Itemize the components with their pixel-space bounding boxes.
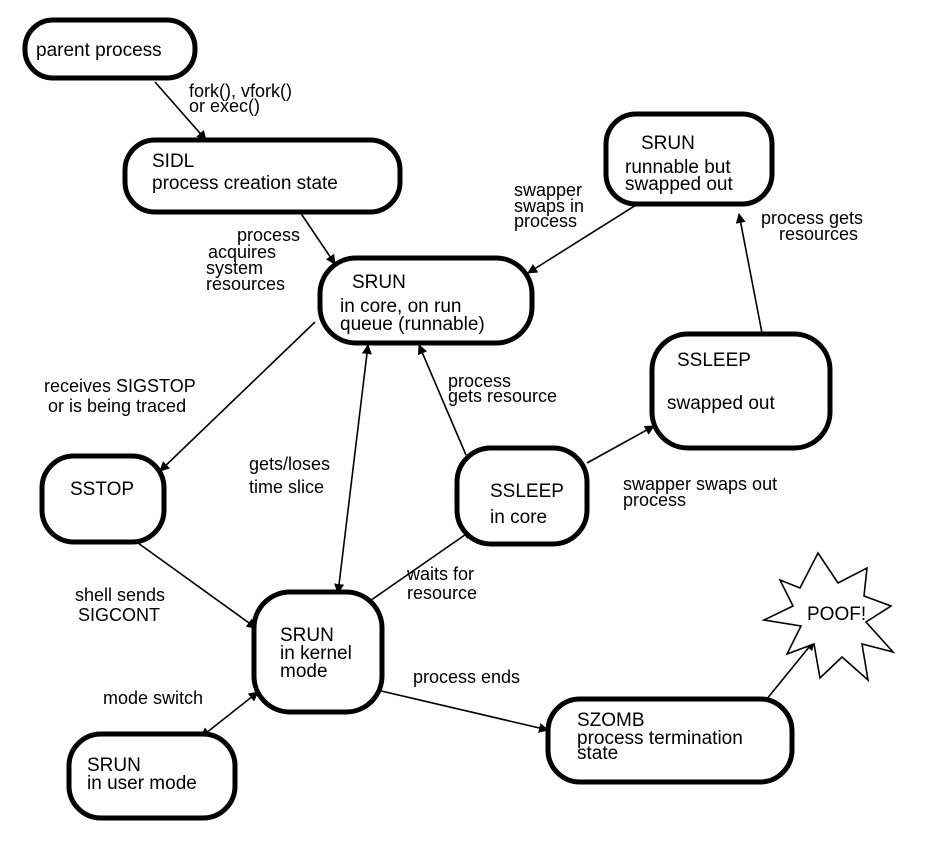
node-srun-core-line-2: in core, on run — [340, 296, 461, 317]
label-sigcont-line-2: SIGCONT — [78, 605, 160, 625]
label-time-slice-line-1: gets/loses — [249, 454, 330, 474]
node-srun-swapped-line-1: SRUN — [641, 133, 695, 154]
label-fork-line-1: fork(), vfork() — [189, 81, 292, 101]
label-swapper-in-line-3: process — [514, 211, 577, 231]
label-sigcont: shell sends SIGCONT — [75, 585, 170, 625]
label-swapper-in-line-2: swaps in — [514, 196, 584, 216]
node-srun-in-core: SRUN in core, on run queue (runnable) — [317, 255, 535, 346]
node-srun-swapped-line-3: swapped out — [625, 174, 733, 195]
node-srun-kernel-line-3: mode — [280, 661, 328, 682]
label-mode-switch-line-1: mode switch — [103, 688, 203, 708]
node-srun-user-line-2: in user mode — [87, 773, 197, 794]
poof-starburst — [761, 551, 896, 683]
node-srun-user-mode: SRUN in user mode — [66, 731, 238, 821]
label-sigstop-line-2: or is being traced — [48, 396, 186, 416]
label-waits: waits for resource — [406, 564, 479, 603]
node-sstop-line-1: SSTOP — [70, 479, 134, 500]
svg-text:SRUN in user mode: SRUN in user mode — [87, 755, 197, 794]
label-gets-resources-line-2: resources — [779, 224, 858, 244]
label-acquires: process acquires system resources — [206, 225, 305, 294]
label-swapper-in: swapper swaps in process — [514, 180, 589, 231]
label-gets-resource: process gets resource — [448, 371, 557, 406]
label-waits-line-2: resource — [407, 583, 477, 603]
label-mode-switch: mode switch — [103, 688, 203, 708]
label-gets-resources-line-1: process gets — [761, 208, 863, 228]
node-srun-kernel-line-1: SRUN — [280, 625, 334, 646]
svg-text:SSLEEP in core: SSLEEP in core — [490, 481, 569, 528]
label-fork: fork(), vfork() or exec() — [189, 81, 297, 116]
edge-sstop-to-srun-kernel — [137, 542, 257, 629]
edge-ssleep-swapped-to-srun-swapped — [735, 213, 763, 334]
node-ssleep-swapped-line-1: SSLEEP — [677, 350, 751, 371]
label-fork-line-2: or exec() — [189, 96, 260, 116]
label-acquires-line-4: resources — [206, 274, 285, 294]
node-ssleep-in-core: SSLEEP in core — [454, 445, 590, 547]
node-ssleep-swapped-out: SSLEEP swapped out — [649, 331, 833, 451]
node-sidl: SIDL process creation state — [122, 137, 403, 215]
svg-text:SRUN runnable but: SRUN runnable but swapped out — [625, 133, 736, 195]
node-parent-process: parent process — [22, 17, 198, 81]
label-sigstop: receives SIGSTOP or is being traced — [44, 376, 200, 416]
node-szomb-line-2: process termination — [577, 728, 743, 749]
label-gets-resources: process gets resources — [761, 208, 868, 244]
node-poof: POOF! — [761, 551, 896, 683]
node-srun-swapped-out: SRUN runnable but swapped out — [603, 111, 775, 207]
label-acquires-line-2: acquires — [208, 242, 276, 262]
node-srun-user-line-1: SRUN — [87, 755, 141, 776]
label-time-slice: gets/loses time slice — [249, 454, 335, 497]
label-swapper-out-line-2: process — [623, 490, 686, 510]
edge-szomb-to-poof — [765, 640, 815, 701]
node-sidl-line-1: SIDL — [152, 151, 194, 172]
label-sigcont-line-1: shell sends — [75, 585, 165, 605]
label-acquires-line-3: system — [206, 258, 263, 278]
label-process-ends-line-1: process ends — [413, 667, 520, 687]
node-sstop: SSTOP — [39, 453, 167, 545]
svg-text:SSLEEP swapped out: SSLEEP swapped out — [667, 350, 775, 414]
label-acquires-line-1: process — [237, 225, 300, 245]
svg-text:SSTOP: SSTOP — [70, 479, 134, 500]
edge-srun-core-to-sstop — [159, 321, 316, 472]
svg-text:SRUN in kernel mod: SRUN in kernel mode — [280, 625, 357, 682]
svg-text:SZOMB process terminatio: SZOMB process termination state — [577, 710, 748, 764]
label-waits-line-1: waits for — [406, 564, 474, 584]
label-swapper-out: swapper swaps out process — [623, 474, 782, 510]
node-srun-core-line-1: SRUN — [352, 272, 406, 293]
label-sigstop-line-1: receives SIGSTOP — [44, 376, 196, 396]
node-poof-line-1: POOF! — [807, 604, 866, 625]
edge-kernel-srun-core-bidirectional — [334, 344, 372, 594]
node-ssleep-core-line-1: SSLEEP — [490, 481, 564, 502]
edge-srun-kernel-to-ssleep-core — [363, 529, 473, 606]
label-swapper-out-line-1: swapper swaps out — [623, 474, 777, 494]
label-process-ends: process ends — [413, 667, 520, 687]
node-szomb-line-1: SZOMB — [577, 710, 645, 731]
node-ssleep-swapped-line-2: swapped out — [667, 393, 775, 414]
edge-srun-swapped-to-srun-core — [527, 204, 637, 274]
node-sidl-line-2: process creation state — [152, 173, 338, 194]
edge-kernel-user-bidirectional — [200, 691, 259, 738]
edge-parent-to-sidl — [154, 81, 207, 141]
edge-srun-kernel-to-szomb — [376, 689, 549, 733]
svg-text:SIDL process creation st: SIDL process creation state — [152, 151, 338, 194]
node-srun-swapped-line-2: runnable but — [625, 157, 731, 178]
edge-ssleep-core-to-srun-core — [417, 344, 467, 456]
svg-text:parent process: parent process — [36, 40, 162, 61]
node-parent-line-1: parent process — [36, 40, 162, 61]
node-ssleep-core-line-2: in core — [490, 507, 547, 528]
label-swapper-in-line-1: swapper — [514, 180, 582, 200]
svg-text:POOF!: POOF! — [807, 604, 866, 625]
edge-ssleep-core-to-ssleep-swapped — [586, 425, 655, 464]
label-time-slice-line-2: time slice — [249, 477, 324, 497]
node-srun-kernel-mode: SRUN in kernel mode — [251, 589, 385, 715]
svg-text:SRUN in core, on run: SRUN in core, on run queue (runnable) — [340, 272, 485, 335]
edge-sidl-to-srun-core — [299, 211, 336, 265]
label-gets-resource-line-1: process — [448, 371, 511, 391]
node-srun-core-line-3: queue (runnable) — [340, 314, 485, 335]
node-szomb-line-3: state — [577, 743, 618, 764]
node-srun-kernel-line-2: in kernel — [280, 643, 352, 664]
label-gets-resource-line-2: gets resource — [448, 386, 557, 406]
node-szomb: SZOMB process termination state — [545, 696, 795, 785]
